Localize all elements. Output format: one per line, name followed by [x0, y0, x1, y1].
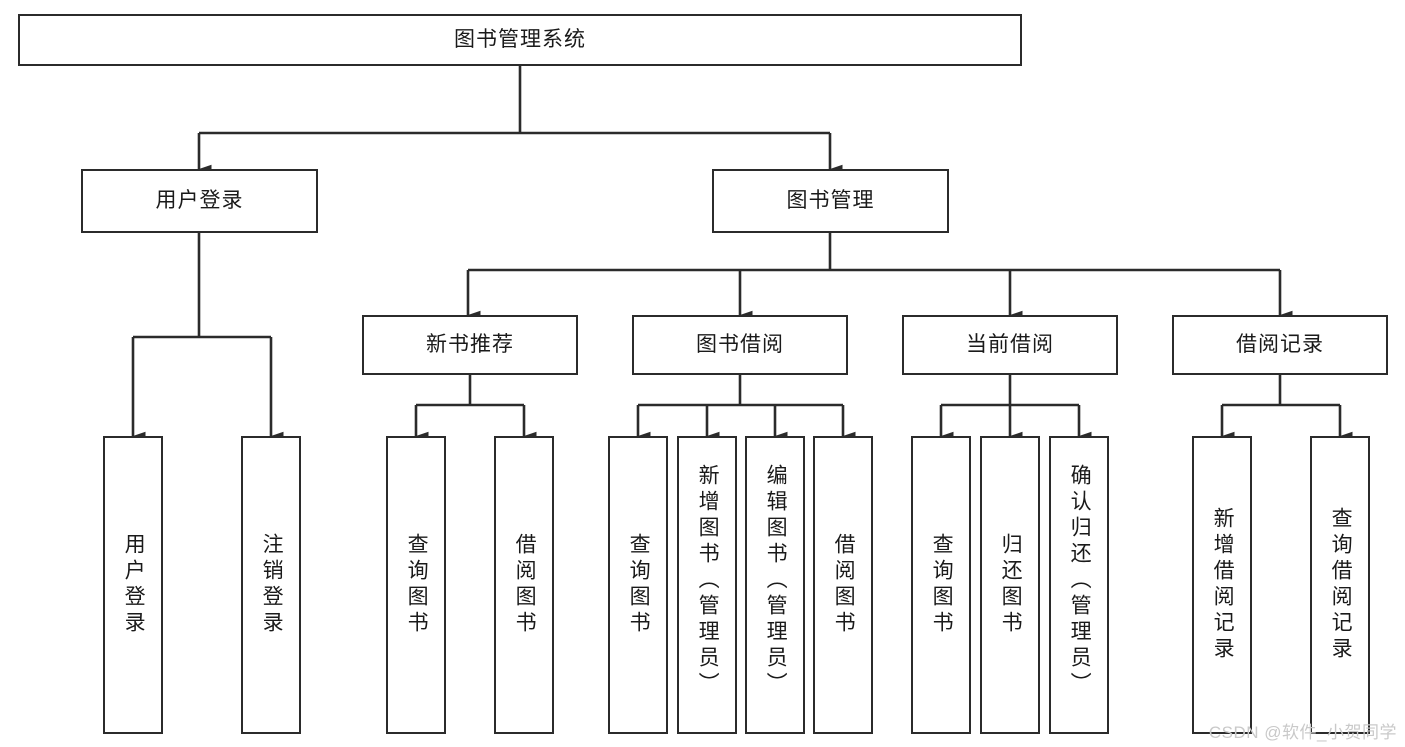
node-borrow-record[interactable]: 借阅记录: [1172, 315, 1388, 375]
node-book-borrow-label: 图书借阅: [696, 332, 784, 356]
node-leaf-user-logout[interactable]: 注销登录: [241, 436, 301, 734]
node-leaf-user-login[interactable]: 用户登录: [103, 436, 163, 734]
node-leaf-add-book[interactable]: 新增图书（管理员）: [677, 436, 737, 734]
node-leaf-query-book-3-label: 查询图书: [930, 533, 954, 637]
node-current-borrow-label: 当前借阅: [966, 332, 1054, 356]
watermark-text: CSDN @软件_小贺同学: [1208, 723, 1397, 742]
node-current-borrow[interactable]: 当前借阅: [902, 315, 1118, 375]
node-leaf-query-book-3[interactable]: 查询图书: [911, 436, 971, 734]
node-book-manage[interactable]: 图书管理: [712, 169, 949, 233]
node-book-borrow[interactable]: 图书借阅: [632, 315, 848, 375]
node-book-manage-label: 图书管理: [786, 188, 875, 212]
node-leaf-query-book-2-label: 查询图书: [627, 533, 651, 637]
node-leaf-query-book-2[interactable]: 查询图书: [608, 436, 668, 734]
node-leaf-query-book-1-label: 查询图书: [405, 533, 429, 637]
node-leaf-borrow-book-1[interactable]: 借阅图书: [494, 436, 554, 734]
node-leaf-return-book[interactable]: 归还图书: [980, 436, 1040, 734]
node-leaf-add-record[interactable]: 新增借阅记录: [1192, 436, 1252, 734]
node-leaf-add-record-label: 新增借阅记录: [1211, 507, 1235, 663]
node-root[interactable]: 图书管理系统: [18, 14, 1022, 66]
node-leaf-query-record-label: 查询借阅记录: [1329, 507, 1353, 663]
node-new-book-recommend-label: 新书推荐: [426, 332, 514, 356]
node-borrow-record-label: 借阅记录: [1236, 332, 1324, 356]
node-leaf-query-record[interactable]: 查询借阅记录: [1310, 436, 1370, 734]
node-leaf-edit-book[interactable]: 编辑图书（管理员）: [745, 436, 805, 734]
node-leaf-return-book-label: 归还图书: [999, 533, 1023, 637]
node-new-book-recommend[interactable]: 新书推荐: [362, 315, 578, 375]
node-leaf-borrow-book-2-label: 借阅图书: [832, 533, 856, 637]
node-leaf-user-login-label: 用户登录: [122, 533, 146, 637]
node-root-label: 图书管理系统: [454, 27, 586, 51]
node-leaf-query-book-1[interactable]: 查询图书: [386, 436, 446, 734]
node-leaf-edit-book-label: 编辑图书（管理员）: [764, 464, 788, 698]
node-leaf-confirm-return-label: 确认归还（管理员）: [1068, 464, 1092, 698]
node-user-login-label: 用户登录: [155, 188, 244, 212]
node-leaf-user-logout-label: 注销登录: [260, 533, 284, 637]
node-leaf-confirm-return[interactable]: 确认归还（管理员）: [1049, 436, 1109, 734]
node-leaf-borrow-book-1-label: 借阅图书: [513, 533, 537, 637]
node-leaf-add-book-label: 新增图书（管理员）: [696, 464, 720, 698]
node-user-login[interactable]: 用户登录: [81, 169, 318, 233]
node-leaf-borrow-book-2[interactable]: 借阅图书: [813, 436, 873, 734]
